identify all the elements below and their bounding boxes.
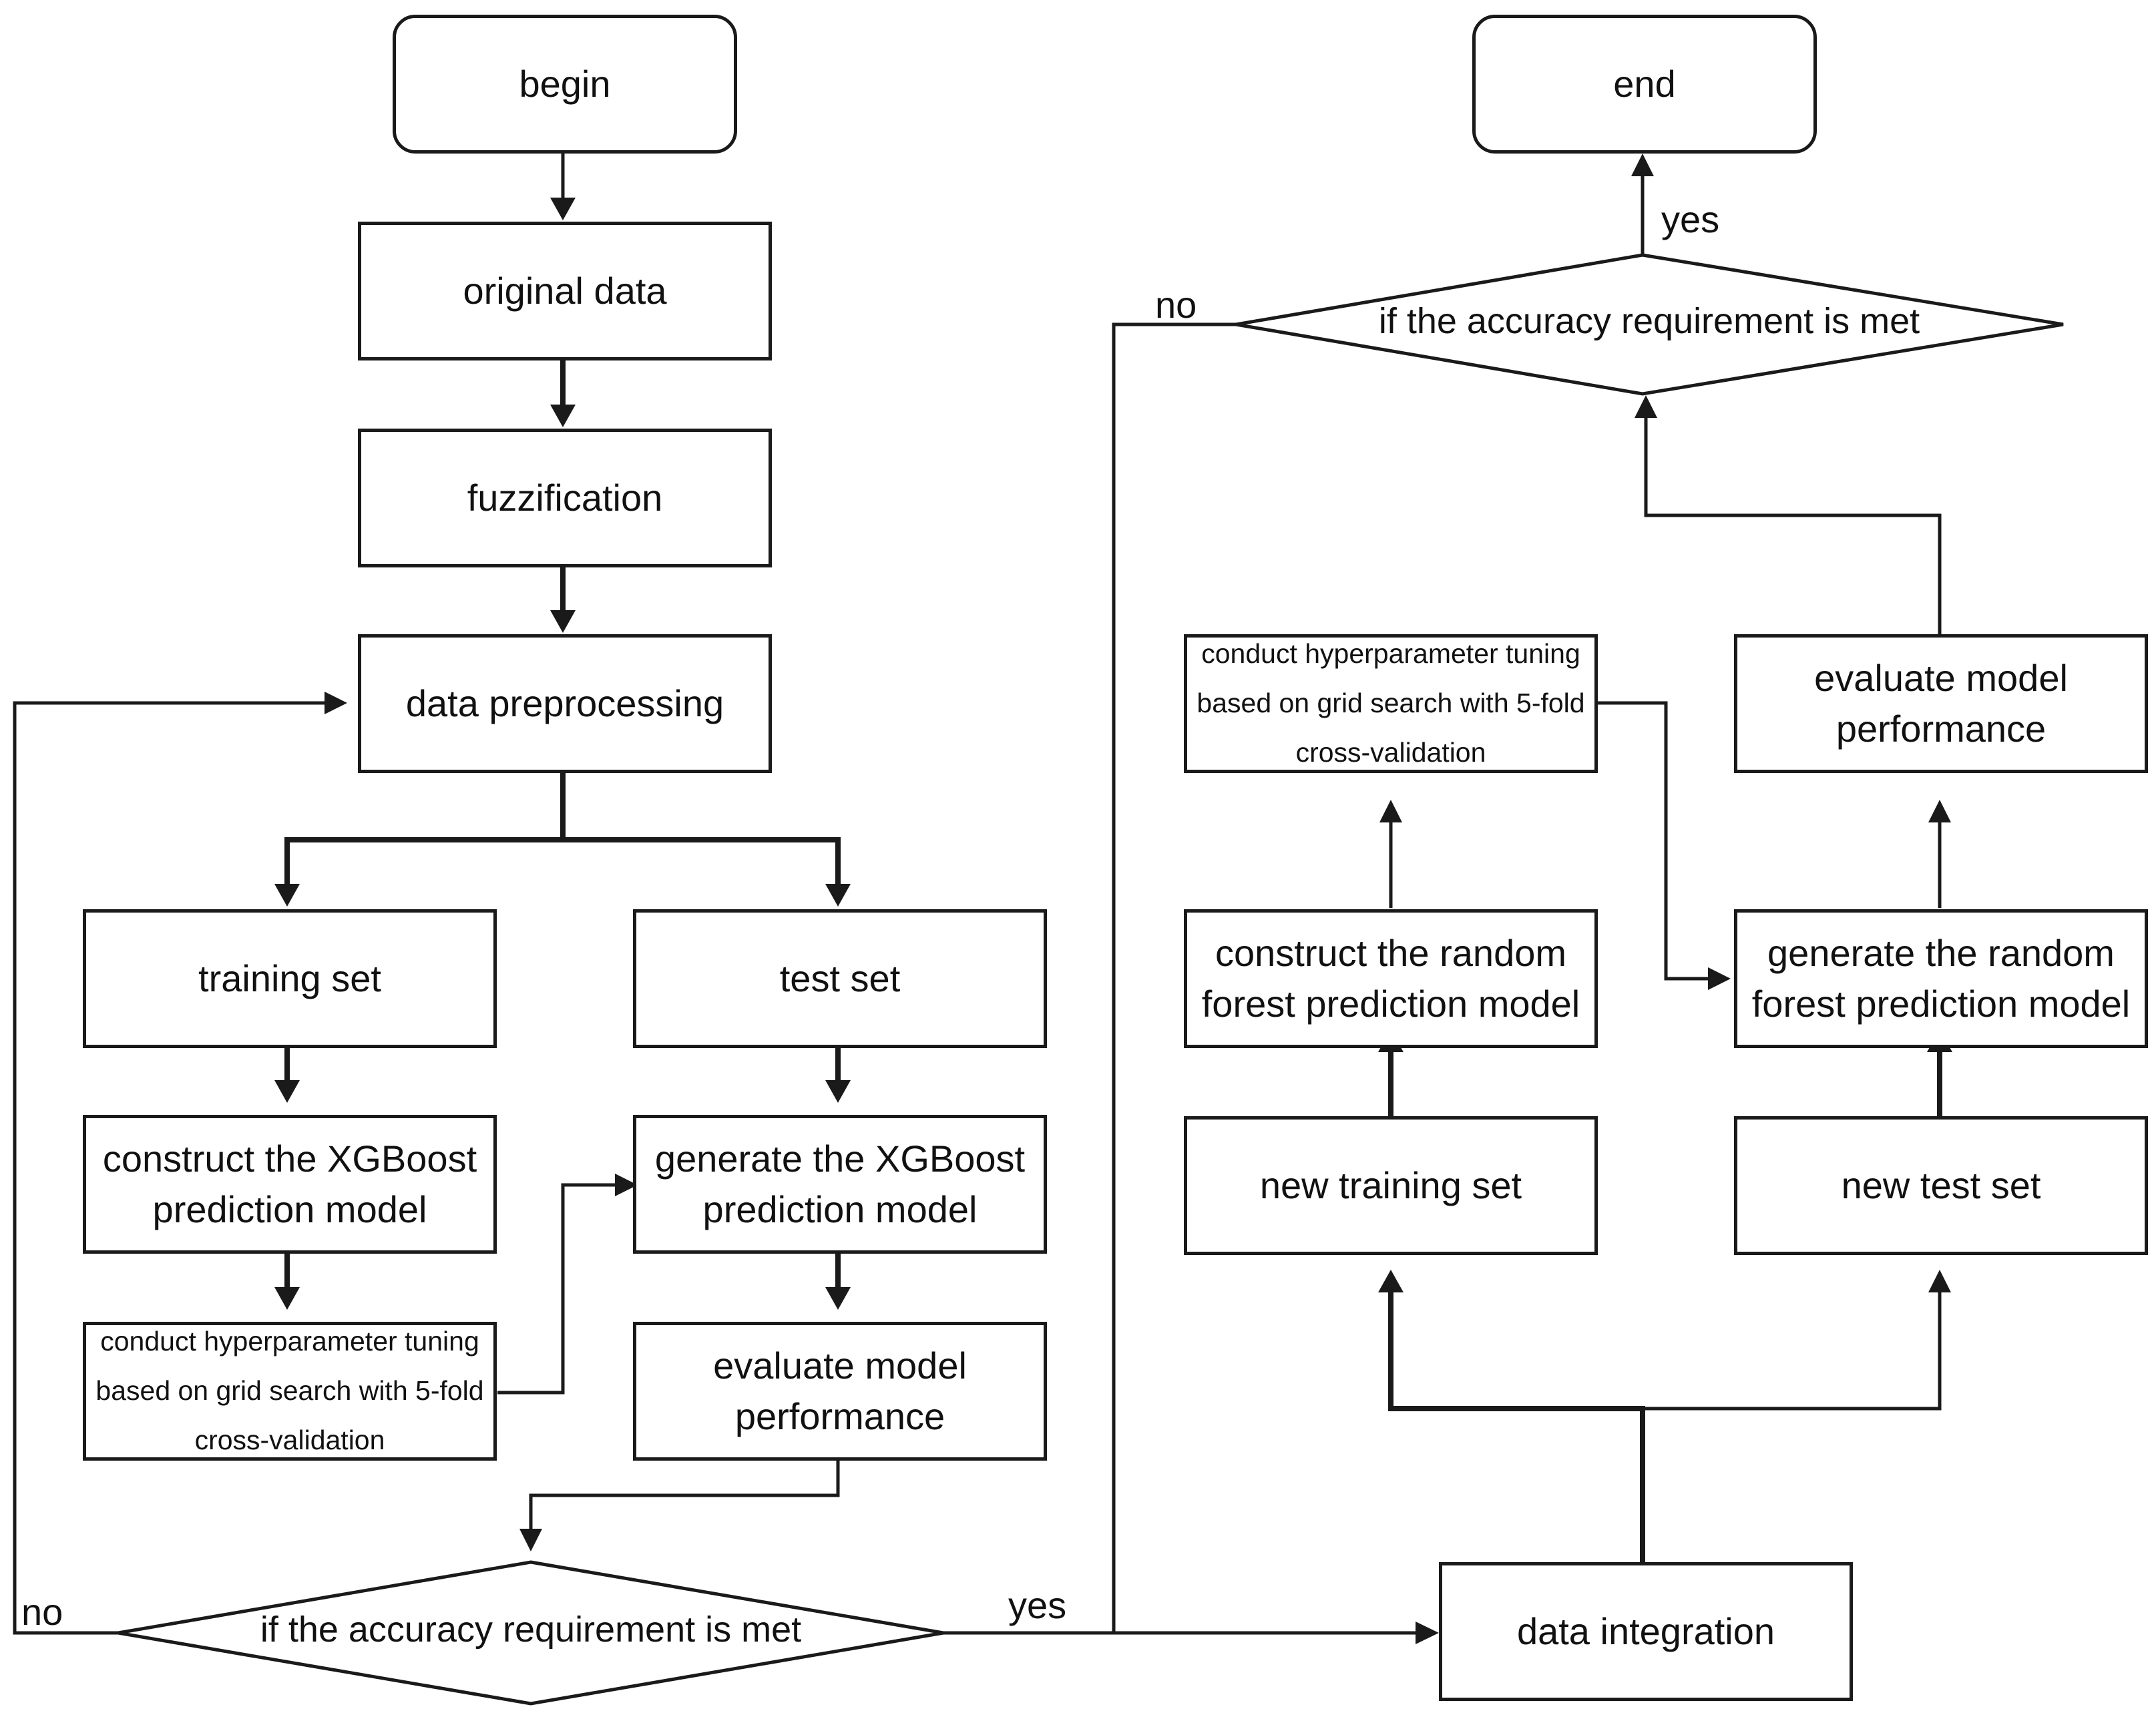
arrowhead-training — [274, 884, 300, 907]
fuzzification-node: fuzzification — [358, 429, 772, 567]
construct-xgboost-text: construct the XGBoost prediction model — [102, 1138, 477, 1230]
arrowhead-fuzzification — [550, 405, 576, 427]
arrowhead-tuning-right — [1379, 800, 1402, 822]
arrowhead-preprocessing — [550, 610, 576, 633]
generate-rf-text: generate the random forest prediction mo… — [1751, 932, 2131, 1025]
begin-text: begin — [519, 63, 611, 105]
test-set-text: test set — [779, 957, 901, 1000]
training-set-text: training set — [198, 957, 381, 1000]
evaluate-right-node: evaluate model performance — [1734, 634, 2148, 773]
label-bottom-no: no — [21, 1591, 63, 1633]
edge-evaluate-decision-top — [1644, 415, 1942, 634]
generate-xgboost-text: generate the XGBoost prediction model — [654, 1138, 1026, 1230]
arrowhead-decision-top — [1635, 395, 1657, 418]
construct-rf-text: construct the random forest prediction m… — [1201, 932, 1580, 1025]
arrowhead-decision — [519, 1529, 542, 1551]
edge-decision-no-loop — [13, 701, 326, 1635]
label-top-yes: yes — [1661, 198, 1720, 240]
generate-rf-node: generate the random forest prediction mo… — [1734, 909, 2148, 1048]
evaluate-left-text: evaluate model performance — [713, 1344, 967, 1437]
original-data-node: original data — [358, 222, 772, 360]
arrowhead-construct — [274, 1080, 300, 1103]
decision-top-shape — [1235, 253, 2064, 396]
tuning-right-node: conduct hyperparameter tuning based on g… — [1184, 634, 1598, 773]
arrowhead-generate — [825, 1080, 851, 1103]
decision-bottom-shape — [118, 1560, 944, 1706]
arrowhead-original — [550, 198, 576, 220]
edge-integration-newtest — [1643, 1290, 1942, 1411]
arrowhead-end — [1631, 154, 1654, 176]
data-integration-text: data integration — [1516, 1610, 1775, 1653]
construct-rf-node: construct the random forest prediction m… — [1184, 909, 1598, 1048]
arrowhead-newtest — [1928, 1270, 1951, 1292]
tuning-left-text: conduct hyperparameter tuning based on g… — [95, 1326, 484, 1455]
fuzzification-text: fuzzification — [467, 477, 663, 519]
arrowhead-generate-side — [615, 1174, 638, 1196]
generate-xgboost-node: generate the XGBoost prediction model — [633, 1115, 1047, 1254]
tuning-left-node: conduct hyperparameter tuning based on g… — [83, 1322, 497, 1461]
edge-preprocessing-split — [284, 773, 566, 887]
tuning-right-text: conduct hyperparameter tuning based on g… — [1197, 638, 1585, 768]
arrowhead-integration — [1416, 1622, 1439, 1644]
evaluate-left-node: evaluate model performance — [633, 1322, 1047, 1461]
construct-xgboost-node: construct the XGBoost prediction model — [83, 1115, 497, 1254]
arrowhead-evaluate-right — [1928, 800, 1951, 822]
new-training-set-text: new training set — [1259, 1164, 1522, 1207]
arrowhead-loop — [325, 692, 347, 714]
edge-evaluate-decision — [529, 1461, 840, 1530]
new-test-set-text: new test set — [1841, 1164, 2041, 1207]
arrowhead-evaluate — [825, 1287, 851, 1310]
edge-integration-split — [1388, 1290, 1645, 1562]
data-preprocessing-text: data preprocessing — [405, 682, 724, 725]
decision-bottom-text: if the accuracy requirement is met — [260, 1610, 802, 1650]
new-test-set-node: new test set — [1734, 1116, 2148, 1255]
arrowhead-newtraining — [1378, 1270, 1404, 1292]
original-data-text: original data — [463, 270, 667, 312]
arrowhead-test — [825, 884, 851, 907]
data-preprocessing-node: data preprocessing — [358, 634, 772, 773]
edge-tuning-generate-right — [1596, 701, 1709, 981]
label-bottom-yes: yes — [1008, 1584, 1067, 1626]
end-node: end — [1472, 15, 1817, 154]
begin-node: begin — [393, 15, 737, 154]
edge-preprocessing-test — [563, 837, 841, 887]
end-text: end — [1613, 63, 1676, 105]
training-set-node: training set — [83, 909, 497, 1048]
label-top-no: no — [1155, 284, 1197, 326]
decision-top-text: if the accuracy requirement is met — [1378, 301, 1920, 341]
data-integration-node: data integration — [1439, 1562, 1853, 1701]
edge-tuning-generate — [497, 1183, 618, 1395]
new-training-set-node: new training set — [1184, 1116, 1598, 1255]
test-set-node: test set — [633, 909, 1047, 1048]
edge-top-decision-no — [1112, 322, 1236, 1633]
arrowhead-generate-rf — [1708, 967, 1731, 990]
arrowhead-tuning — [274, 1287, 300, 1310]
evaluate-right-text: evaluate model performance — [1814, 657, 2068, 750]
